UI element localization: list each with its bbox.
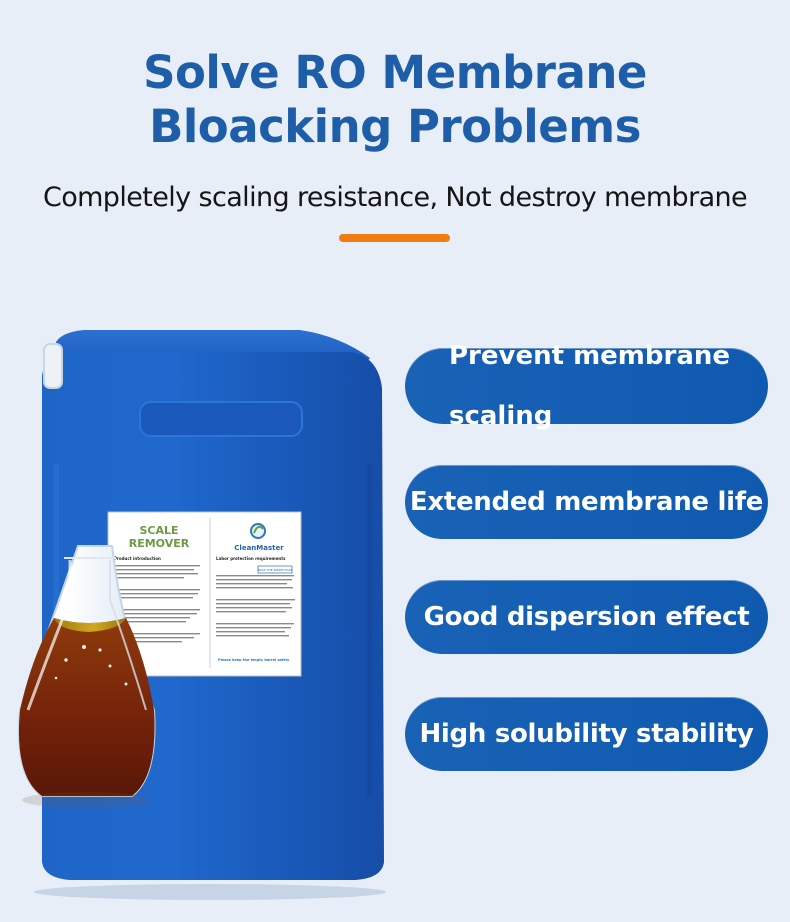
feature-good-dispersion-effect: Good dispersion effect	[405, 580, 768, 654]
feature-4-label: High solubility stability	[419, 719, 754, 749]
label-protection-heading: Labor protection requirements	[216, 556, 286, 561]
flask-liquid-surface	[54, 618, 126, 632]
label-storage-note: Please keep the empty barrel safely	[218, 658, 290, 662]
feature-3-label: Good dispersion effect	[423, 602, 750, 632]
label-product-name-2: REMOVER	[129, 537, 190, 550]
product-illustration: SCALE REMOVER CleanMaster Product introd…	[17, 330, 386, 900]
feature-1-line-1: Prevent membrane	[449, 341, 731, 371]
feature-high-solubility-stability: High solubility stability	[405, 697, 768, 771]
brand-logo-leaf-icon	[253, 525, 264, 534]
flask-edge	[109, 560, 147, 711]
feature-2-label: Extended membrane life	[409, 487, 764, 517]
flask-highlight	[26, 560, 72, 711]
inspection-badge-text: PASS THE INSPECTION	[258, 568, 292, 572]
feature-extended-membrane-life: Extended membrane life	[405, 465, 768, 539]
label-product-name-1: SCALE	[139, 524, 178, 537]
title-line-2: Bloacking Problems	[149, 100, 641, 153]
feature-1-line-2: scaling	[449, 401, 553, 431]
inspection-badge	[257, 565, 293, 574]
flask-shadow	[22, 792, 150, 808]
page-title: Solve RO Membrane Bloacking Problems	[0, 46, 790, 154]
product-image: SCALE REMOVER CleanMaster Product introd…	[0, 318, 400, 908]
drum-shadow	[34, 884, 386, 900]
title-line-1: Solve RO Membrane	[143, 46, 647, 99]
flask-liquid	[18, 618, 155, 796]
accent-divider	[339, 234, 450, 242]
drum-cap	[43, 343, 63, 389]
drum-handle	[139, 401, 303, 437]
label-brand: CleanMaster	[234, 544, 284, 552]
feature-prevent-membrane-scaling: Prevent membrane scaling	[405, 341, 768, 431]
label-intro-heading: Product introduction	[114, 556, 161, 561]
page-subtitle: Completely scaling resistance, Not destr…	[42, 182, 748, 213]
